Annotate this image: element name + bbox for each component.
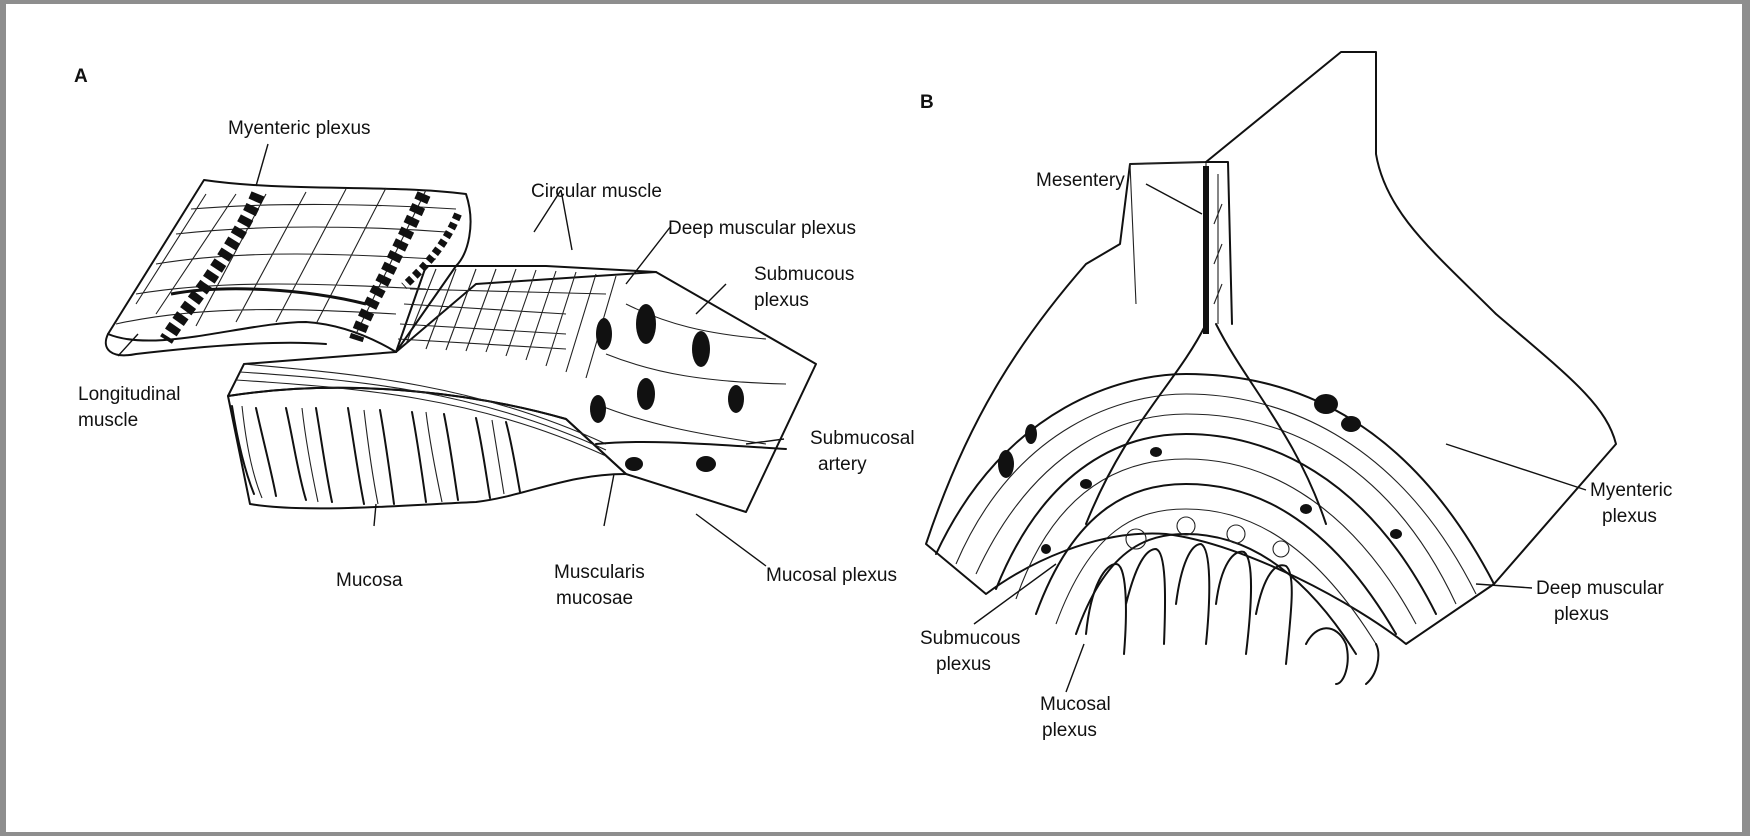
- label-submucous-plexus-a-line1: Submucous: [754, 264, 854, 285]
- label-submucous-plexus-b-line1: Submucous: [920, 628, 1020, 649]
- label-mucosa: Mucosa: [336, 570, 403, 591]
- panel-a-mucosa-drawing: [228, 388, 626, 509]
- label-submucosal-artery-line2: artery: [818, 454, 867, 475]
- label-deep-muscular-plexus-b-line2: plexus: [1554, 604, 1609, 625]
- label-mucosal-plexus-b-line2: plexus: [1042, 720, 1097, 741]
- panel-b-leader-lines: [974, 184, 1586, 692]
- label-myenteric-plexus-b-line1: Myenteric: [1590, 480, 1672, 501]
- panel-a-labels: Myenteric plexus Circular muscle Deep mu…: [78, 118, 915, 609]
- label-myenteric-plexus-b-line2: plexus: [1602, 506, 1657, 527]
- panel-b-outer-shape: [926, 52, 1616, 644]
- figure-frame: A: [6, 4, 1742, 832]
- label-submucous-plexus-a-line2: plexus: [754, 290, 809, 311]
- label-deep-muscular-plexus-b-line1: Deep muscular: [1536, 578, 1664, 599]
- enteric-nervous-system-diagram: A: [6, 4, 1742, 832]
- panel-b-villi: [1086, 517, 1378, 684]
- panel-b-ganglia: [998, 394, 1402, 554]
- label-longitudinal-muscle-line2: muscle: [78, 410, 138, 431]
- label-circular-muscle: Circular muscle: [531, 181, 662, 202]
- panel-a-letter: A: [74, 66, 88, 87]
- label-mucosal-plexus-a: Mucosal plexus: [766, 565, 897, 586]
- label-mucosal-plexus-b-line1: Mucosal: [1040, 694, 1111, 715]
- panel-b-letter: B: [920, 92, 934, 113]
- panel-a-myenteric-ganglia: [166, 194, 458, 340]
- label-longitudinal-muscle-line1: Longitudinal: [78, 384, 180, 405]
- label-myenteric-plexus-a: Myenteric plexus: [228, 118, 371, 139]
- label-deep-muscular-plexus-a: Deep muscular plexus: [668, 218, 856, 239]
- label-submucosal-artery-line1: Submucosal: [810, 428, 915, 449]
- panel-b: B: [920, 52, 1672, 741]
- label-muscularis-mucosae-line2: mucosae: [556, 588, 633, 609]
- label-muscularis-mucosae-line1: Muscularis: [554, 562, 645, 583]
- label-submucous-plexus-b-line2: plexus: [936, 654, 991, 675]
- panel-b-wall-layers: [936, 374, 1494, 654]
- panel-a: A: [74, 66, 915, 609]
- label-mesentery: Mesentery: [1036, 170, 1125, 191]
